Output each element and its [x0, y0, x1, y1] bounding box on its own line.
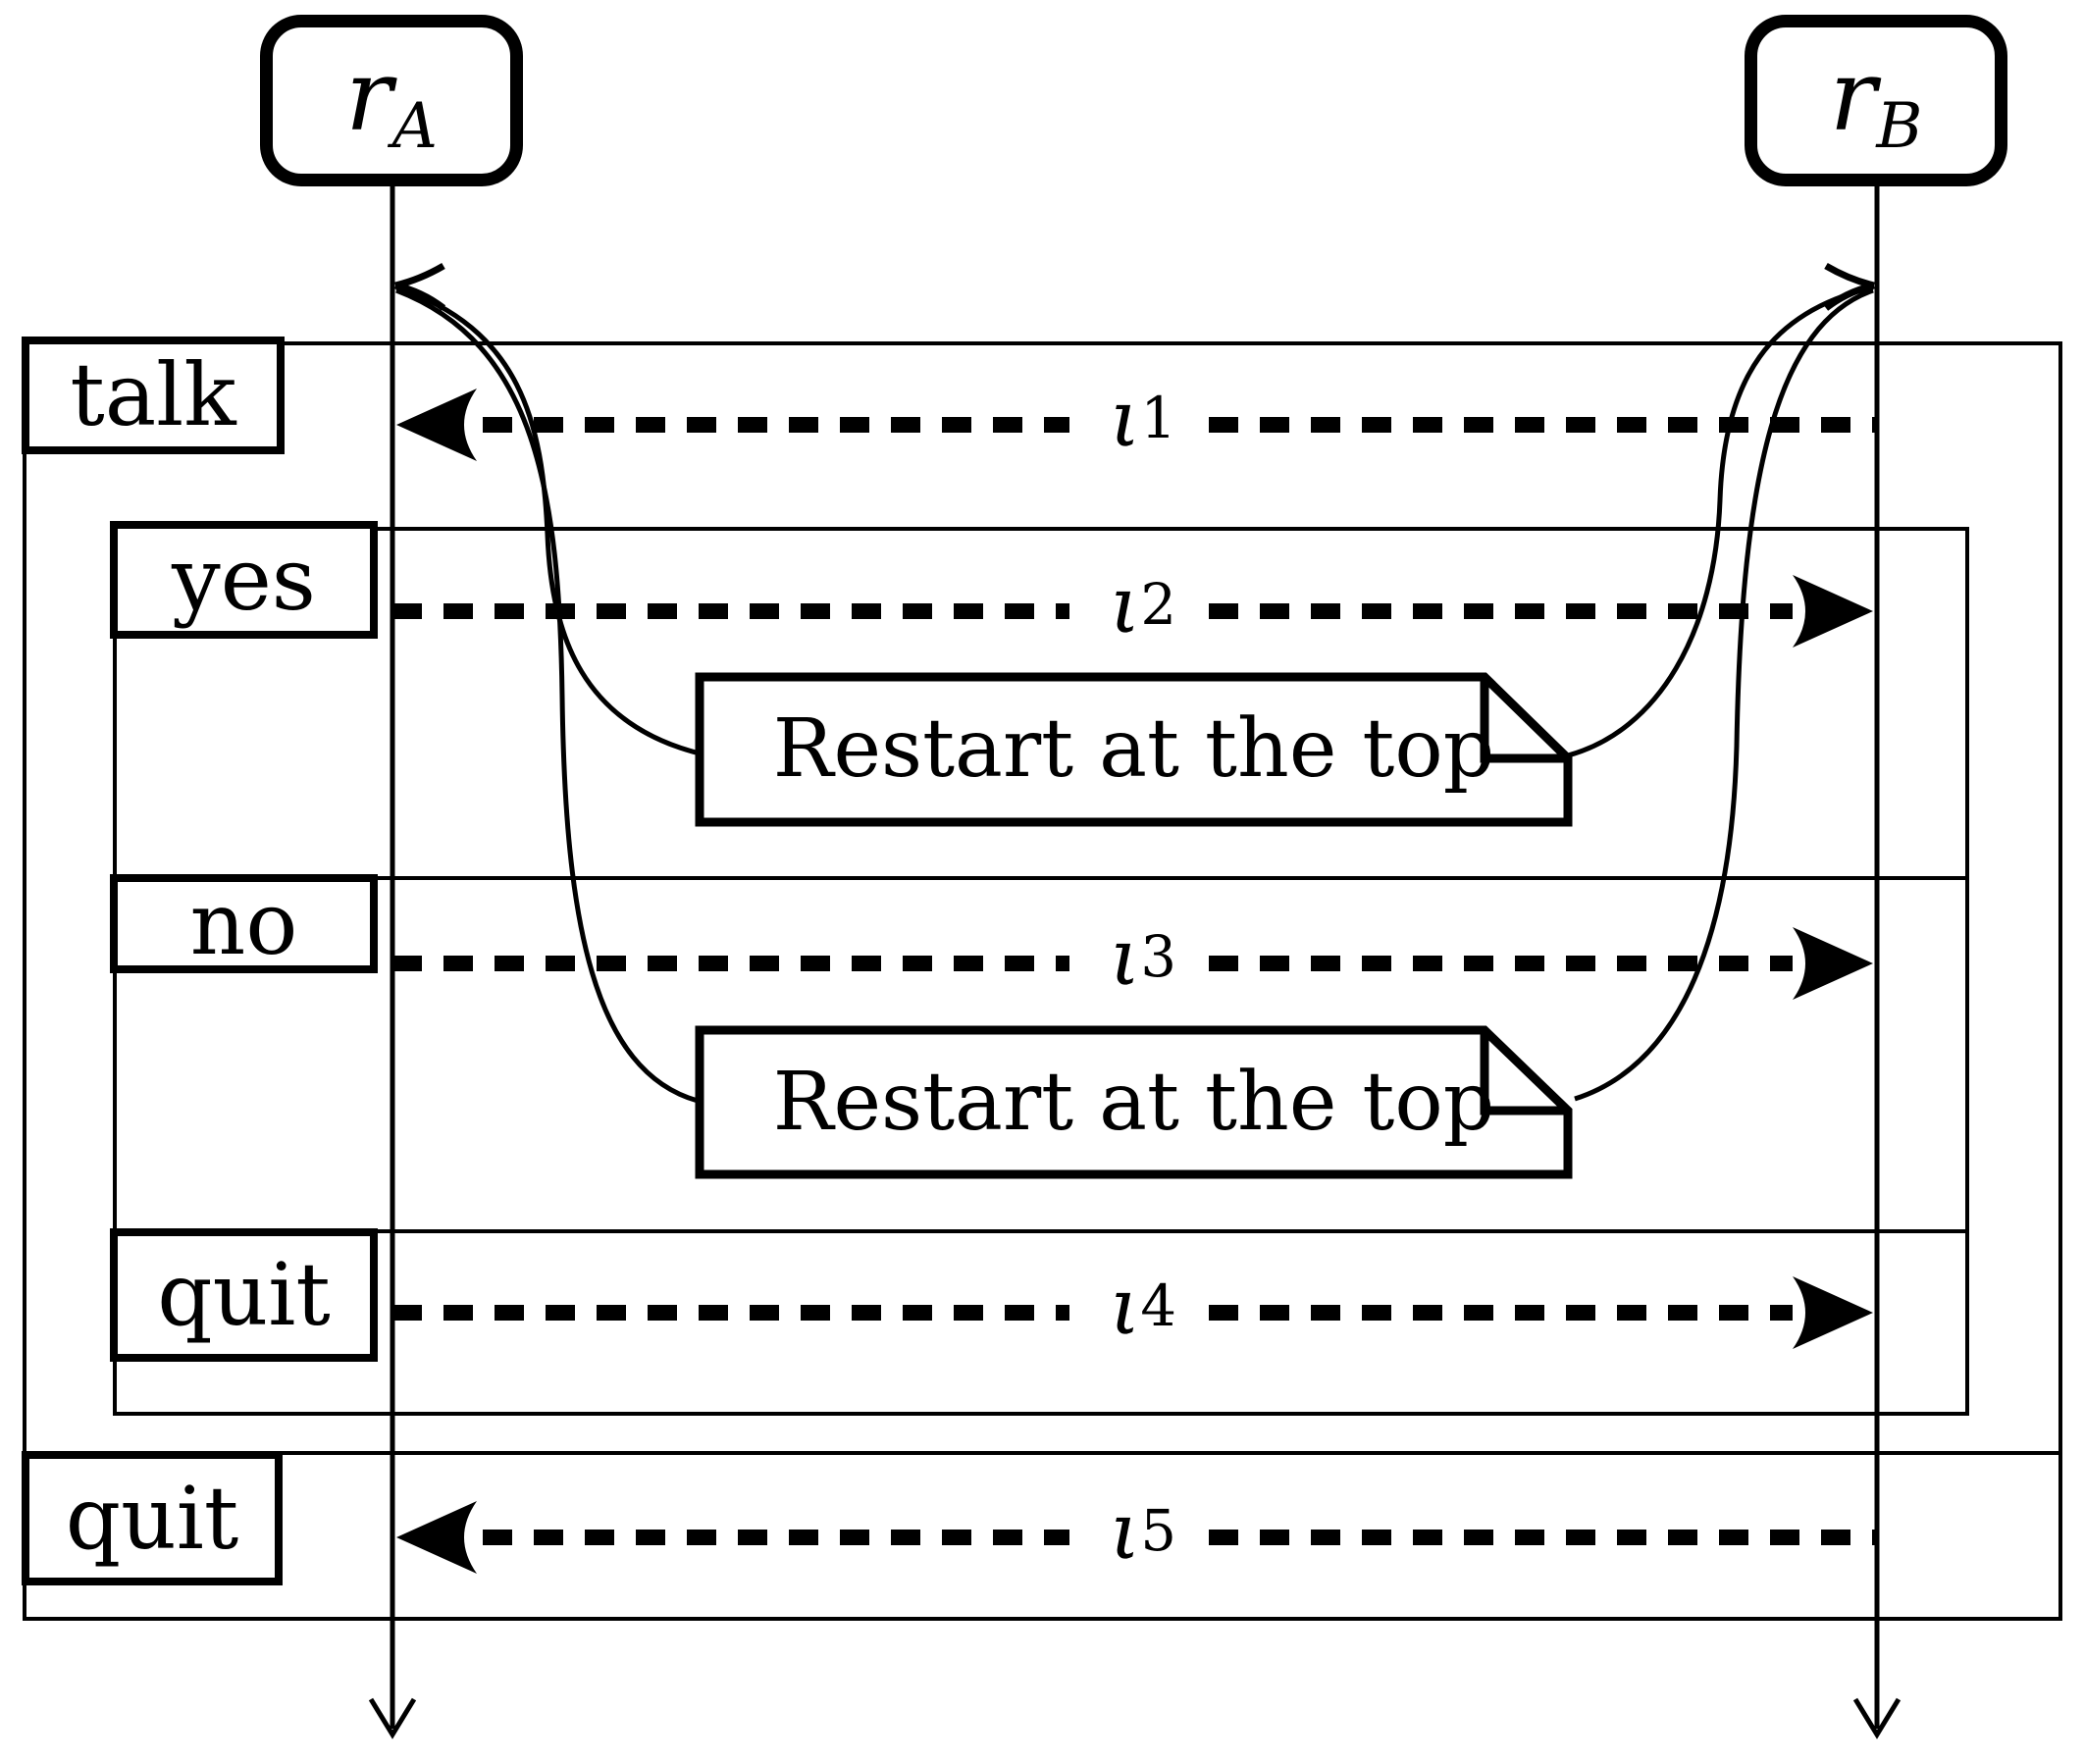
- curve-arrow-tip-rB-icon: [1823, 262, 1875, 311]
- note2-curve-to-rB: [1574, 287, 1874, 1102]
- section-label-quit-outer: quit: [22, 1451, 283, 1585]
- section-label-talk: talk: [22, 337, 285, 454]
- participant-rA: rA: [260, 15, 523, 186]
- note2-shape: [695, 1025, 1573, 1179]
- section-label-yes: yes: [110, 521, 378, 639]
- section-label-no: no: [110, 874, 378, 973]
- participant-rB: rB: [1745, 15, 2007, 186]
- note1-curve-to-rA: [395, 285, 701, 756]
- section-label-quit-outer-text: quit: [65, 1467, 239, 1569]
- lifeline-rA-arrowhead-icon: [368, 1697, 417, 1739]
- note1-curve-to-rB: [1567, 285, 1874, 758]
- message-i1-arrowhead-icon: [396, 389, 477, 461]
- note1-shape: [695, 672, 1573, 827]
- message-i5-arrowhead-icon: [396, 1501, 477, 1574]
- note2-text: Restart at the top: [772, 1056, 1495, 1149]
- section-label-yes-text: yes: [172, 529, 316, 630]
- participant-rA-label: rA: [344, 38, 439, 163]
- lifeline-rB-arrowhead-icon: [1852, 1697, 1902, 1739]
- section-label-quit-inner-text: quit: [157, 1244, 331, 1345]
- message-i3-arrowhead-icon: [1793, 927, 1873, 1000]
- note2-curve-to-rA: [395, 287, 699, 1104]
- section-label-quit-inner: quit: [110, 1228, 378, 1362]
- note1-text: Restart at the top: [772, 702, 1495, 796]
- curve-arrow-tip-rA-icon: [394, 262, 446, 311]
- section-label-talk-text: talk: [70, 344, 236, 445]
- participant-rB-label: rB: [1829, 38, 1923, 163]
- message-i4-arrowhead-icon: [1793, 1276, 1873, 1349]
- note2-fold-icon: [1480, 1030, 1568, 1115]
- message-i2-arrowhead-icon: [1793, 575, 1873, 648]
- inner-alt-fragment-frame: [113, 527, 1969, 1416]
- outer-fragment-frame: [23, 341, 2062, 1621]
- section-label-no-text: no: [189, 872, 298, 974]
- note1-fold-icon: [1480, 677, 1568, 763]
